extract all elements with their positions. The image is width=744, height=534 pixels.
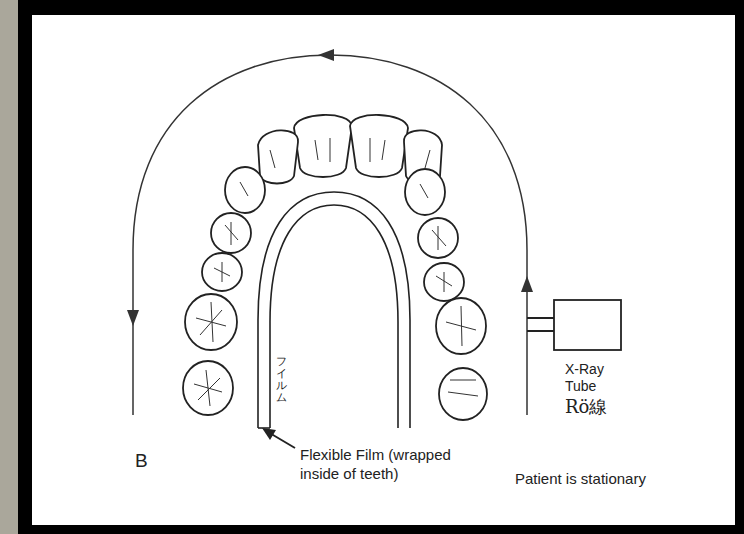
tube-box bbox=[540, 299, 630, 359]
panel-letter: B bbox=[135, 450, 148, 472]
note: Patient is stationary bbox=[515, 470, 646, 487]
film-label: Flexible Film (wrapped inside of teeth) bbox=[300, 445, 485, 483]
tube-label: X-Ray Tube bbox=[565, 361, 625, 395]
tube-label-jp: Rö線 bbox=[565, 395, 607, 419]
xray-tube: X-Ray TubeRö線 bbox=[540, 299, 660, 429]
film-label-jp: フイルム bbox=[276, 355, 287, 403]
